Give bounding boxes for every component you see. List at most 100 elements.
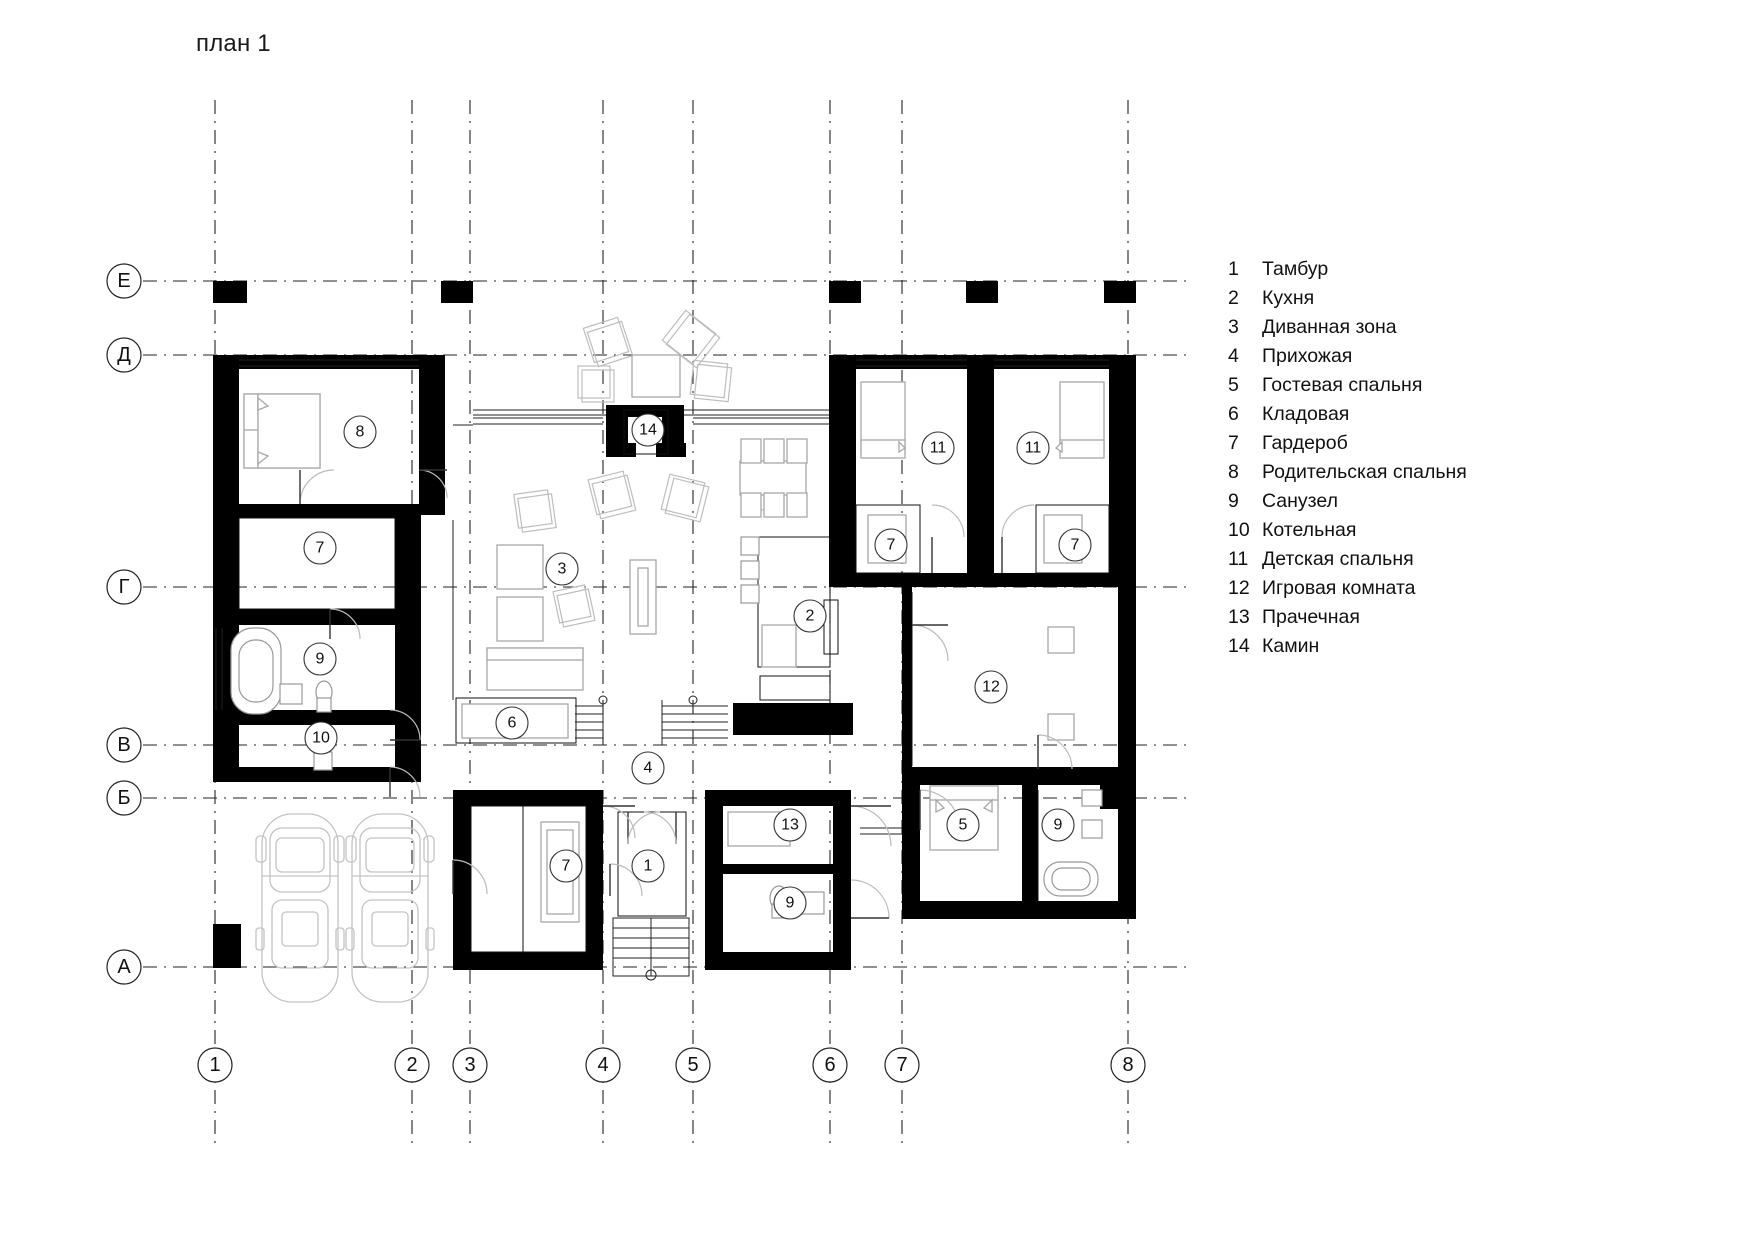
- legend-item-label: Детская спальня: [1262, 548, 1414, 570]
- svg-text:А: А: [117, 956, 131, 978]
- legend-item-number: 14: [1228, 635, 1250, 657]
- legend-item: 2 Кухня: [1228, 287, 1558, 316]
- svg-text:2: 2: [406, 1054, 417, 1076]
- legend-item-number: 7: [1228, 432, 1239, 454]
- legend-item-label: Прихожая: [1262, 345, 1353, 367]
- svg-text:5: 5: [687, 1054, 698, 1076]
- room-marker-7-center: 7: [549, 849, 583, 883]
- room-marker-5: 5: [946, 808, 980, 842]
- axis-bubble-A: А: [106, 949, 142, 985]
- svg-text:3: 3: [558, 561, 567, 578]
- room-number-markers: 8 7 9 10 3 14 2 6 4: [303, 413, 1092, 920]
- svg-text:Д: Д: [117, 344, 131, 366]
- room-marker-4: 4: [631, 751, 665, 785]
- room-marker-9-right: 9: [1041, 808, 1075, 842]
- svg-text:2: 2: [806, 608, 815, 625]
- axis-bubble-2: 2: [394, 1047, 430, 1083]
- legend-item-label: Диванная зона: [1262, 316, 1397, 338]
- legend-item-label: Родительская спальня: [1262, 461, 1467, 483]
- legend-item-number: 9: [1228, 490, 1239, 512]
- building-walls: [213, 281, 1136, 970]
- interior-partitions: [238, 504, 1110, 953]
- room-marker-2: 2: [793, 599, 827, 633]
- svg-text:8: 8: [1122, 1054, 1133, 1076]
- svg-text:4: 4: [597, 1054, 608, 1076]
- legend-item-number: 10: [1228, 519, 1250, 541]
- entry-vestibule: [617, 811, 687, 917]
- legend-item-label: Прачечная: [1262, 606, 1360, 628]
- fireplace-14: [473, 405, 829, 457]
- legend-item-label: Гардероб: [1262, 432, 1348, 454]
- left-bathroom-fixtures: [230, 627, 333, 715]
- axis-bubble-5: 5: [675, 1047, 711, 1083]
- legend-item-number: 12: [1228, 577, 1250, 599]
- legend-item: 13 Прачечная: [1228, 606, 1558, 635]
- legend-item: 11 Детская спальня: [1228, 548, 1558, 577]
- dining-table-set: [739, 438, 808, 518]
- legend-item: 9 Санузел: [1228, 490, 1558, 519]
- grid-vertical-lines: [214, 100, 1129, 1150]
- room-marker-9-left: 9: [303, 642, 337, 676]
- axis-bubble-4: 4: [585, 1047, 621, 1083]
- legend-item-number: 5: [1228, 374, 1239, 396]
- legend-item-label: Кухня: [1262, 287, 1315, 309]
- legend-item-number: 6: [1228, 403, 1239, 425]
- axis-bubble-V: В: [106, 727, 142, 763]
- legend-item: 12 Игровая комната: [1228, 577, 1558, 606]
- axis-bubble-7: 7: [884, 1047, 920, 1083]
- room-marker-9-center: 9: [773, 886, 807, 920]
- laundry-bath-fixtures: [727, 811, 825, 919]
- legend-item: 7 Гардероб: [1228, 432, 1558, 461]
- legend-item: 8 Родительская спальня: [1228, 461, 1558, 490]
- storage-furniture: [461, 703, 569, 739]
- playroom-furniture: [1047, 626, 1075, 741]
- legend-item-label: Санузел: [1262, 490, 1338, 512]
- legend-item-label: Кладовая: [1262, 403, 1350, 425]
- svg-text:14: 14: [639, 422, 657, 439]
- legend-item-number: 13: [1228, 606, 1250, 628]
- room-marker-13: 13: [773, 808, 807, 842]
- room-marker-12: 12: [974, 670, 1008, 704]
- legend-item-number: 4: [1228, 345, 1239, 367]
- axis-bubble-B: Б: [106, 780, 142, 816]
- legend-item-number: 2: [1228, 287, 1239, 309]
- room-marker-7-master: 7: [303, 531, 337, 565]
- room-marker-10: 10: [304, 721, 338, 755]
- room-marker-14: 14: [631, 413, 665, 447]
- svg-text:Е: Е: [117, 270, 130, 292]
- room-marker-7-kids-left: 7: [874, 528, 908, 562]
- legend-item-label: Котельная: [1262, 519, 1357, 541]
- axis-bubble-6: 6: [812, 1047, 848, 1083]
- svg-text:8: 8: [356, 424, 365, 441]
- axis-bubble-G: Г: [106, 569, 142, 605]
- legend-item: 4 Прихожая: [1228, 345, 1558, 374]
- room-marker-8: 8: [343, 415, 377, 449]
- entry-stairs: [575, 695, 728, 981]
- page-title: план 1: [196, 30, 271, 57]
- legend-item: 3 Диванная зона: [1228, 316, 1558, 345]
- legend: 1 Тамбур 2 Кухня 3 Диванная зона 4 Прихо…: [1228, 258, 1558, 664]
- svg-text:7: 7: [316, 540, 325, 557]
- svg-text:9: 9: [786, 895, 795, 912]
- legend-item-number: 1: [1228, 258, 1239, 280]
- boiler-room-fixtures: [313, 751, 333, 771]
- svg-text:7: 7: [896, 1054, 907, 1076]
- legend-item: 14 Камин: [1228, 635, 1558, 664]
- guest-bedroom-furniture: [929, 785, 999, 851]
- axis-bubble-E: Е: [106, 263, 142, 299]
- svg-text:Г: Г: [119, 576, 130, 598]
- right-bathroom-fixtures: [1043, 789, 1103, 897]
- svg-text:11: 11: [1025, 440, 1042, 457]
- legend-item: 1 Тамбур: [1228, 258, 1558, 287]
- legend-item: 5 Гостевая спальня: [1228, 374, 1558, 403]
- kitchen-counters: [740, 536, 839, 701]
- children-bedroom-furniture: [860, 381, 1105, 564]
- svg-text:6: 6: [824, 1054, 835, 1076]
- terrace-furniture: [513, 309, 786, 533]
- garage-car-right: [345, 813, 435, 1003]
- legend-item-label: Игровая комната: [1262, 577, 1416, 599]
- axis-bubble-D: Д: [106, 337, 142, 373]
- svg-text:12: 12: [982, 679, 1000, 696]
- legend-item-label: Тамбур: [1262, 258, 1329, 280]
